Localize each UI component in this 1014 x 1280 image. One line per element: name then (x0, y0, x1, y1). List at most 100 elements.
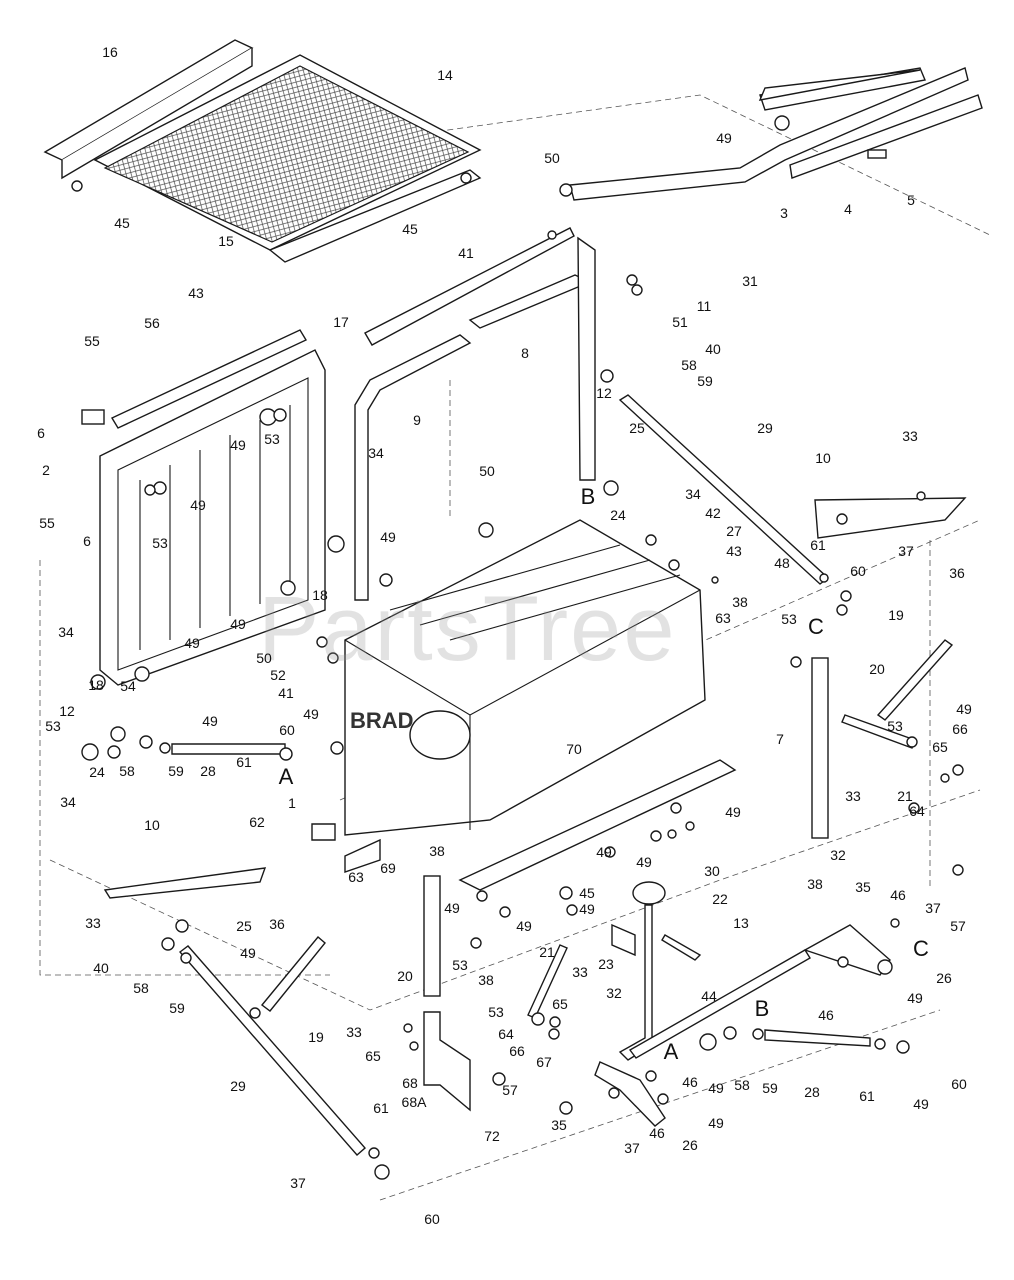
part-callout-66: 66 (509, 1043, 525, 1059)
part-callout-5: 5 (907, 192, 915, 208)
part-callout-72: 72 (484, 1128, 500, 1144)
part-callout-22: 22 (712, 891, 728, 907)
part-callout-60: 60 (279, 722, 295, 738)
post-part-20-right (811, 657, 829, 839)
part-callout-25: 25 (629, 420, 645, 436)
part-callout-49: 49 (380, 529, 396, 545)
rod-part-19-left (260, 936, 326, 1012)
part-callout-37: 37 (925, 900, 941, 916)
part-callout-28: 28 (804, 1084, 820, 1100)
top-rail-part-16 (43, 39, 254, 180)
part-callout-37: 37 (290, 1175, 306, 1191)
part-callout-63: 63 (715, 610, 731, 626)
part-callout-1: 1 (288, 795, 296, 811)
part-callout-45: 45 (114, 215, 130, 231)
part-callout-54: 54 (120, 678, 136, 694)
reference-letter-b: B (581, 484, 596, 509)
arm-part-26 (594, 1061, 666, 1127)
part-callout-40: 40 (93, 960, 109, 976)
link-part-21-right (841, 714, 916, 749)
part-callout-26: 26 (936, 970, 952, 986)
mesh-screen-part-14 (93, 54, 482, 251)
part-callout-49: 49 (516, 918, 532, 934)
part-callout-49: 49 (716, 130, 732, 146)
part-callout-49: 49 (444, 900, 460, 916)
part-callout-49: 49 (956, 701, 972, 717)
part-callout-45: 45 (402, 221, 418, 237)
part-callout-19: 19 (308, 1029, 324, 1045)
part-callout-21: 21 (897, 788, 913, 804)
part-callout-18: 18 (312, 587, 328, 603)
part-callout-51: 51 (672, 314, 688, 330)
part-callout-16: 16 (102, 44, 118, 60)
part-callout-35: 35 (551, 1117, 567, 1133)
part-callout-49: 49 (230, 437, 246, 453)
part-callout-49: 49 (596, 844, 612, 860)
part-callout-49: 49 (725, 804, 741, 820)
rod-part-28-left (171, 743, 286, 755)
part-callout-8: 8 (521, 345, 529, 361)
rod-part-29-left (178, 945, 366, 1156)
part-callout-53: 53 (264, 431, 280, 447)
part-callout-14: 14 (437, 67, 453, 83)
grille-frame-part-2 (81, 329, 326, 686)
part-callout-28: 28 (200, 763, 216, 779)
part-callout-64: 64 (909, 803, 925, 819)
part-callout-44: 44 (701, 988, 717, 1004)
part-callout-10: 10 (815, 450, 831, 466)
part-callout-49: 49 (708, 1115, 724, 1131)
part-callout-29: 29 (757, 420, 773, 436)
part-callout-6: 6 (37, 425, 45, 441)
part-callout-53: 53 (45, 718, 61, 734)
part-callout-38: 38 (807, 876, 823, 892)
part-callout-13: 13 (733, 915, 749, 931)
part-callout-49: 49 (184, 635, 200, 651)
part-callout-49: 49 (240, 945, 256, 961)
part-callout-31: 31 (742, 273, 758, 289)
hardware-fasteners (71, 115, 964, 1180)
part-callout-58: 58 (133, 980, 149, 996)
part-callout-20: 20 (869, 661, 885, 677)
part-callout-42: 42 (705, 505, 721, 521)
part-callout-62: 62 (249, 814, 265, 830)
part-callout-45: 45 (579, 885, 595, 901)
part-callout-49: 49 (913, 1096, 929, 1112)
part-callout-41: 41 (278, 685, 294, 701)
part-callout-53: 53 (488, 1004, 504, 1020)
part-callout-27: 27 (726, 523, 742, 539)
part-callout-6: 6 (83, 533, 91, 549)
part-callout-56: 56 (144, 315, 160, 331)
part-callout-46: 46 (818, 1007, 834, 1023)
part-callout-49: 49 (636, 854, 652, 870)
part-callout-61: 61 (373, 1100, 389, 1116)
part-callout-38: 38 (732, 594, 748, 610)
part-callout-61: 61 (236, 754, 252, 770)
part-callout-35: 35 (855, 879, 871, 895)
part-callout-38: 38 (429, 843, 445, 859)
part-callout-33: 33 (845, 788, 861, 804)
part-callout-40: 40 (705, 341, 721, 357)
part-callout-21: 21 (539, 944, 555, 960)
part-callout-3: 3 (780, 205, 788, 221)
part-callout-37: 37 (624, 1140, 640, 1156)
part-callout-49: 49 (202, 713, 218, 729)
part-callout-61: 61 (859, 1088, 875, 1104)
rod-part-13 (628, 924, 891, 1059)
reference-letter-a: A (664, 1039, 679, 1064)
part-callout-2: 2 (42, 462, 50, 478)
part-callout-58: 58 (734, 1077, 750, 1093)
part-callout-50: 50 (479, 463, 495, 479)
reference-letter-a: A (279, 764, 294, 789)
part-callout-59: 59 (762, 1080, 778, 1096)
part-callout-57: 57 (950, 918, 966, 934)
part-callout-70: 70 (566, 741, 582, 757)
part-callout-46: 46 (649, 1125, 665, 1141)
part-callout-52: 52 (270, 667, 286, 683)
bracket-part-10-right (814, 497, 967, 539)
part-callout-53: 53 (781, 611, 797, 627)
part-callout-32: 32 (830, 847, 846, 863)
part-callout-33: 33 (85, 915, 101, 931)
part-callout-65: 65 (552, 996, 568, 1012)
